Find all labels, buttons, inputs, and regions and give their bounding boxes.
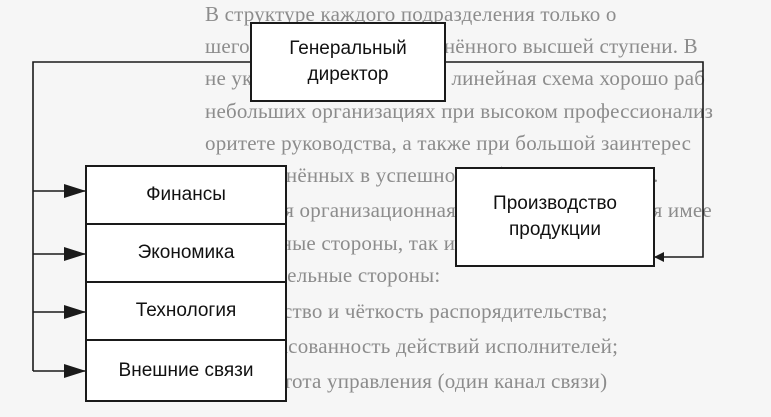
finance-label: Финансы [146,184,226,205]
ceo-to-departments-line [32,61,251,371]
ceo-label: Генеральный директор [289,38,407,85]
departments-box [85,165,287,402]
economics-label: Экономика [137,242,235,263]
production-label: Производство продукции [493,193,617,240]
ceo-box [250,22,446,102]
ceo-to-production-line [445,61,704,262]
external-relations-label: Внешние связи [118,359,254,381]
technology-label: Технология [135,300,237,321]
production-box [455,167,655,267]
